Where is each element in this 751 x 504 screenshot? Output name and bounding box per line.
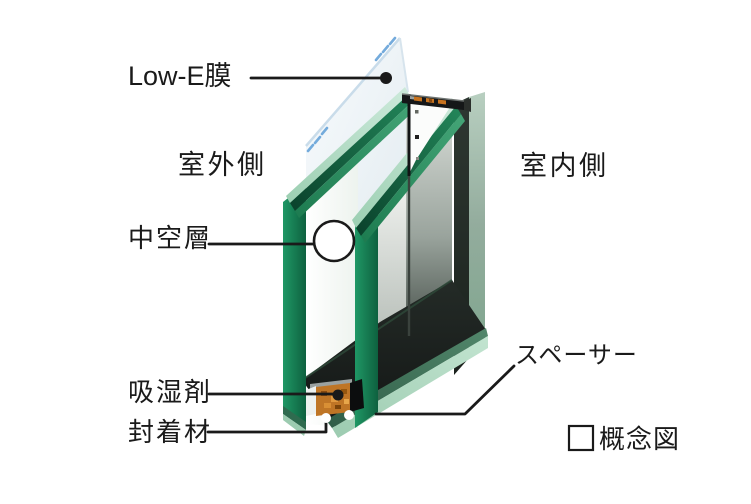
- spacer-frame-right: [350, 379, 364, 412]
- legend-text: 概念図: [599, 424, 680, 454]
- inner-pane-left-edge: [355, 207, 378, 428]
- label-low-e-film: Low-E膜: [128, 61, 232, 91]
- leader-lines: [206, 72, 516, 434]
- label-air-layer: 中空層: [128, 223, 212, 253]
- leader-sealant: [206, 419, 328, 434]
- air-layer-circle: [312, 219, 356, 263]
- sealant-dot-right: [344, 410, 354, 420]
- outer-top-band-mid: [295, 101, 417, 218]
- outer-pane-left-edge: [283, 184, 306, 424]
- spacer-desiccant-dashes: [410, 96, 446, 105]
- inner-top-band-mid: [361, 114, 465, 243]
- film-top-edge: [305, 37, 401, 147]
- leader-spacer: [374, 364, 516, 416]
- film-blue-highlights: [306, 36, 397, 153]
- leader-desiccant-dot: [332, 389, 344, 401]
- outer-top-band-mint: [286, 87, 409, 203]
- film-right-edge: [399, 37, 409, 93]
- outer-top-band-dark: [290, 94, 413, 211]
- label-sealant: 封着材: [128, 417, 212, 447]
- right-light-column: [469, 92, 485, 358]
- spacer-top-bar-highlight: [401, 93, 465, 102]
- spacer-frame-left: [306, 386, 316, 416]
- outer-pane-bottom-mint: [283, 414, 306, 436]
- outer-pane-bottom-sage: [283, 406, 306, 430]
- square-outline-icon: [567, 424, 595, 452]
- label-spacer: スペーサー: [515, 342, 638, 369]
- label-desiccant: 吸湿剤: [128, 377, 212, 407]
- sealant-dots: [321, 410, 354, 423]
- spacer-top: [401, 93, 471, 336]
- label-indoor-side: 室内側: [520, 151, 609, 181]
- cavity-gap-face: [408, 97, 452, 176]
- spacer-top-bar-cap: [464, 98, 471, 112]
- label-outdoor-side: 室外側: [178, 150, 267, 180]
- cavity-specks: [415, 110, 419, 160]
- sealant-dot-left: [321, 413, 331, 423]
- legend-note: 概念図: [567, 424, 680, 454]
- leader-low-e-dot: [380, 72, 392, 84]
